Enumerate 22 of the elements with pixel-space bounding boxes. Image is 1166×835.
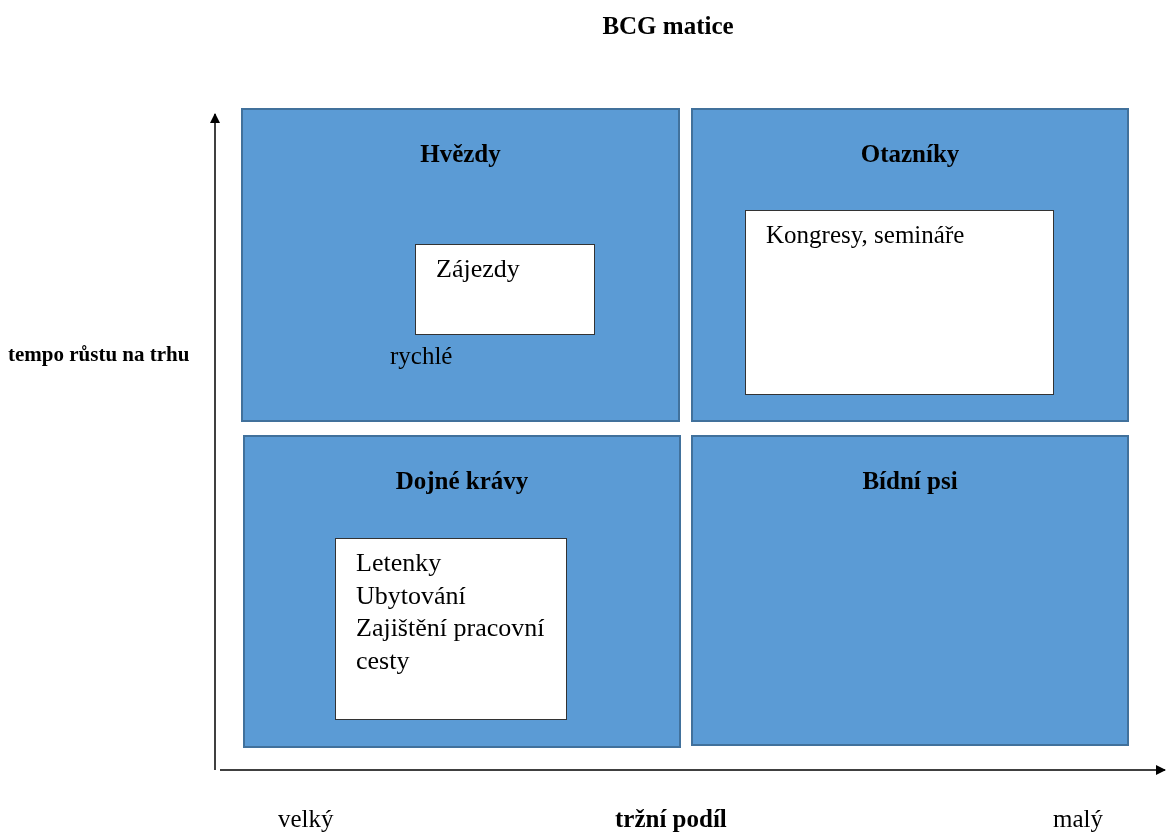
quadrant-heading: Otazníky bbox=[859, 140, 961, 168]
item-text: Zájezdy bbox=[436, 253, 521, 285]
diagram-title: BCG matice bbox=[601, 12, 735, 40]
quadrant-box bbox=[243, 435, 681, 748]
quadrant-box bbox=[691, 108, 1129, 422]
axis-value: malý bbox=[1053, 805, 1103, 833]
item-text: Letenky bbox=[356, 547, 443, 579]
quadrant-box bbox=[241, 108, 680, 422]
item-box bbox=[745, 210, 1054, 395]
quadrant-heading: Dojné krávy bbox=[394, 467, 530, 495]
axis-value: velký bbox=[278, 805, 334, 833]
item-text: Zajištění pracovní cesty bbox=[356, 612, 546, 677]
quadrant-box bbox=[691, 435, 1129, 746]
quadrant-heading: Bídní psi bbox=[861, 467, 959, 495]
item-text: Kongresy, semináře bbox=[766, 220, 966, 250]
item-text: Ubytování bbox=[356, 579, 467, 612]
axis-title: tempo růstu na trhu bbox=[8, 342, 190, 367]
quadrant-heading: Hvězdy bbox=[419, 140, 502, 168]
item-box bbox=[335, 538, 567, 720]
axis-value: rychlé bbox=[390, 342, 453, 370]
axis-title: tržní podíl bbox=[615, 805, 727, 833]
item-box bbox=[415, 244, 595, 335]
